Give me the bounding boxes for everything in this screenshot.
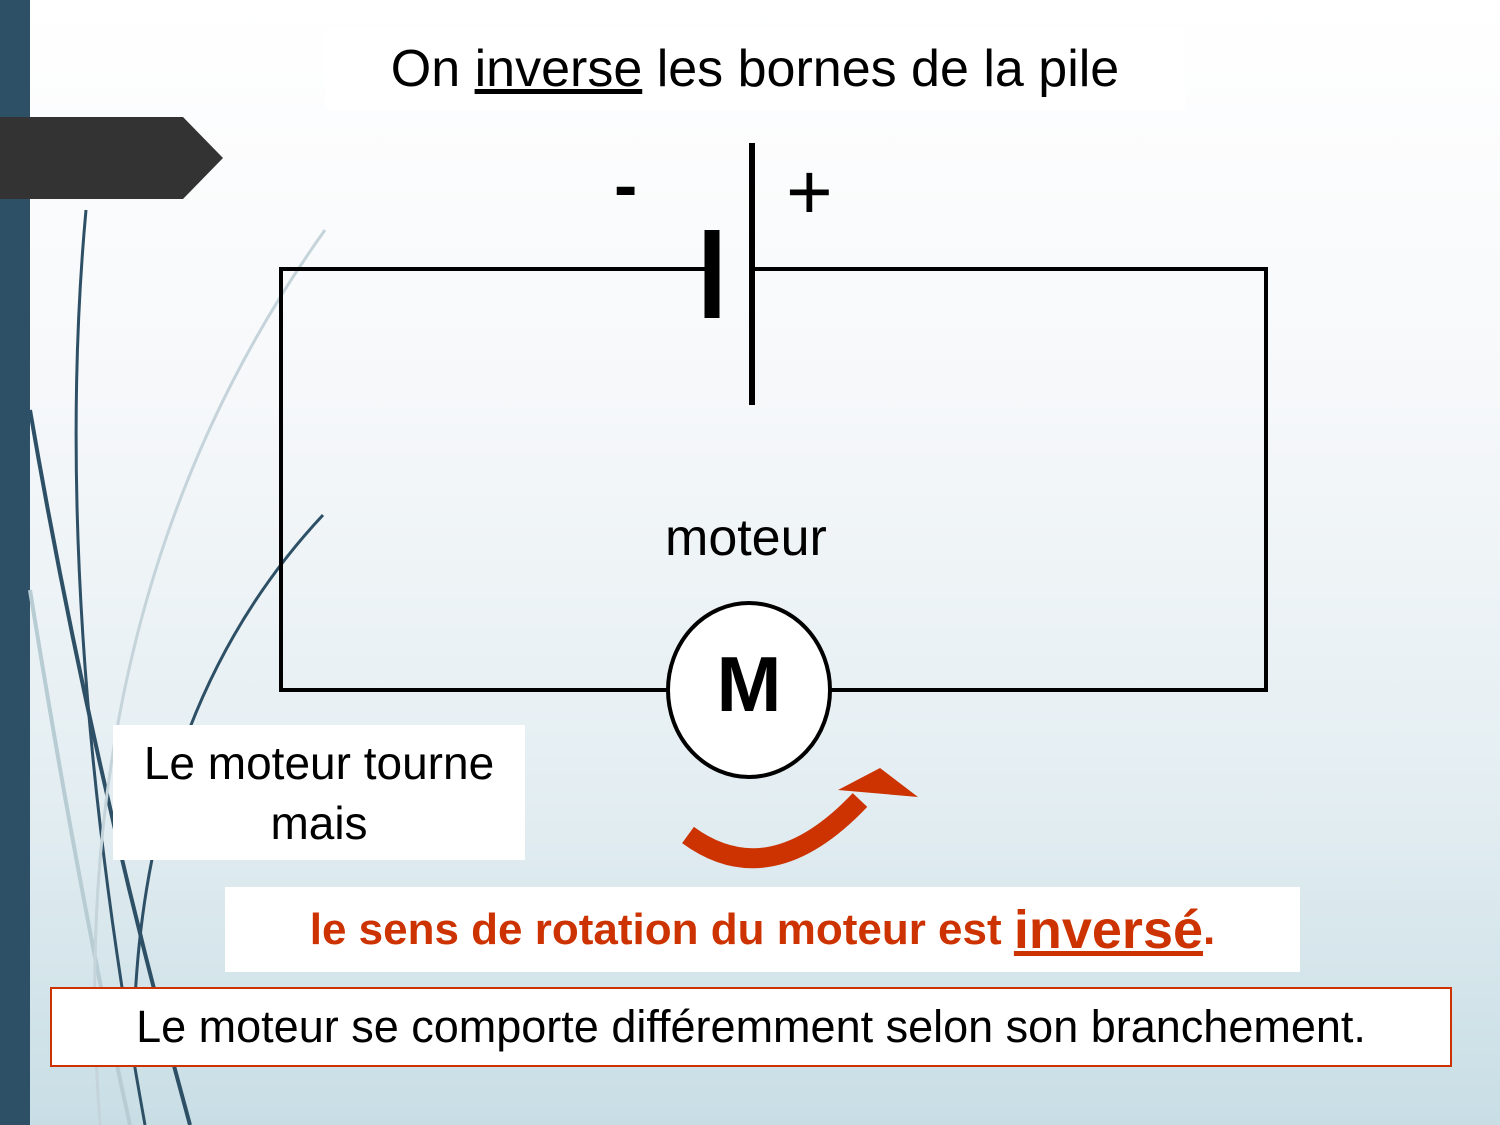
battery-minus-label: -: [614, 146, 638, 224]
rotation-statement: le sens de rotation du moteur est invers…: [225, 887, 1300, 972]
left-note-line: Le moteur tourne: [143, 736, 495, 789]
banner-arrow: [0, 117, 223, 199]
decor-curve: [93, 229, 327, 1125]
motor-label: moteur: [665, 509, 827, 567]
rotation-text: le sens de rotation du moteur est: [309, 904, 1014, 954]
decor-curve: [74, 209, 147, 1125]
left-note-line: mais: [270, 796, 368, 849]
battery-plus-label: +: [786, 147, 833, 236]
left-note: Le moteur tourne mais: [113, 725, 525, 860]
wire-left: [279, 267, 705, 692]
title-text: On: [390, 40, 475, 98]
curved-arrow-icon: [682, 768, 918, 869]
motor-symbol: [666, 601, 832, 779]
title-underlined-word: inverse: [474, 40, 643, 98]
rotation-text: .: [1203, 904, 1216, 954]
title-text: les bornes de la pile: [642, 40, 1120, 98]
rotation-emphasis: inversé: [1013, 899, 1204, 960]
slide-title: On inverse les bornes de la pile: [325, 28, 1185, 110]
conclusion-box: Le moteur se comporte différemment selon…: [50, 987, 1452, 1067]
circuit-diagram: [279, 143, 1268, 779]
wire-right: [752, 267, 1268, 692]
conclusion-text: Le moteur se comporte différemment selon…: [136, 1001, 1366, 1052]
motor-letter: M: [716, 640, 782, 728]
